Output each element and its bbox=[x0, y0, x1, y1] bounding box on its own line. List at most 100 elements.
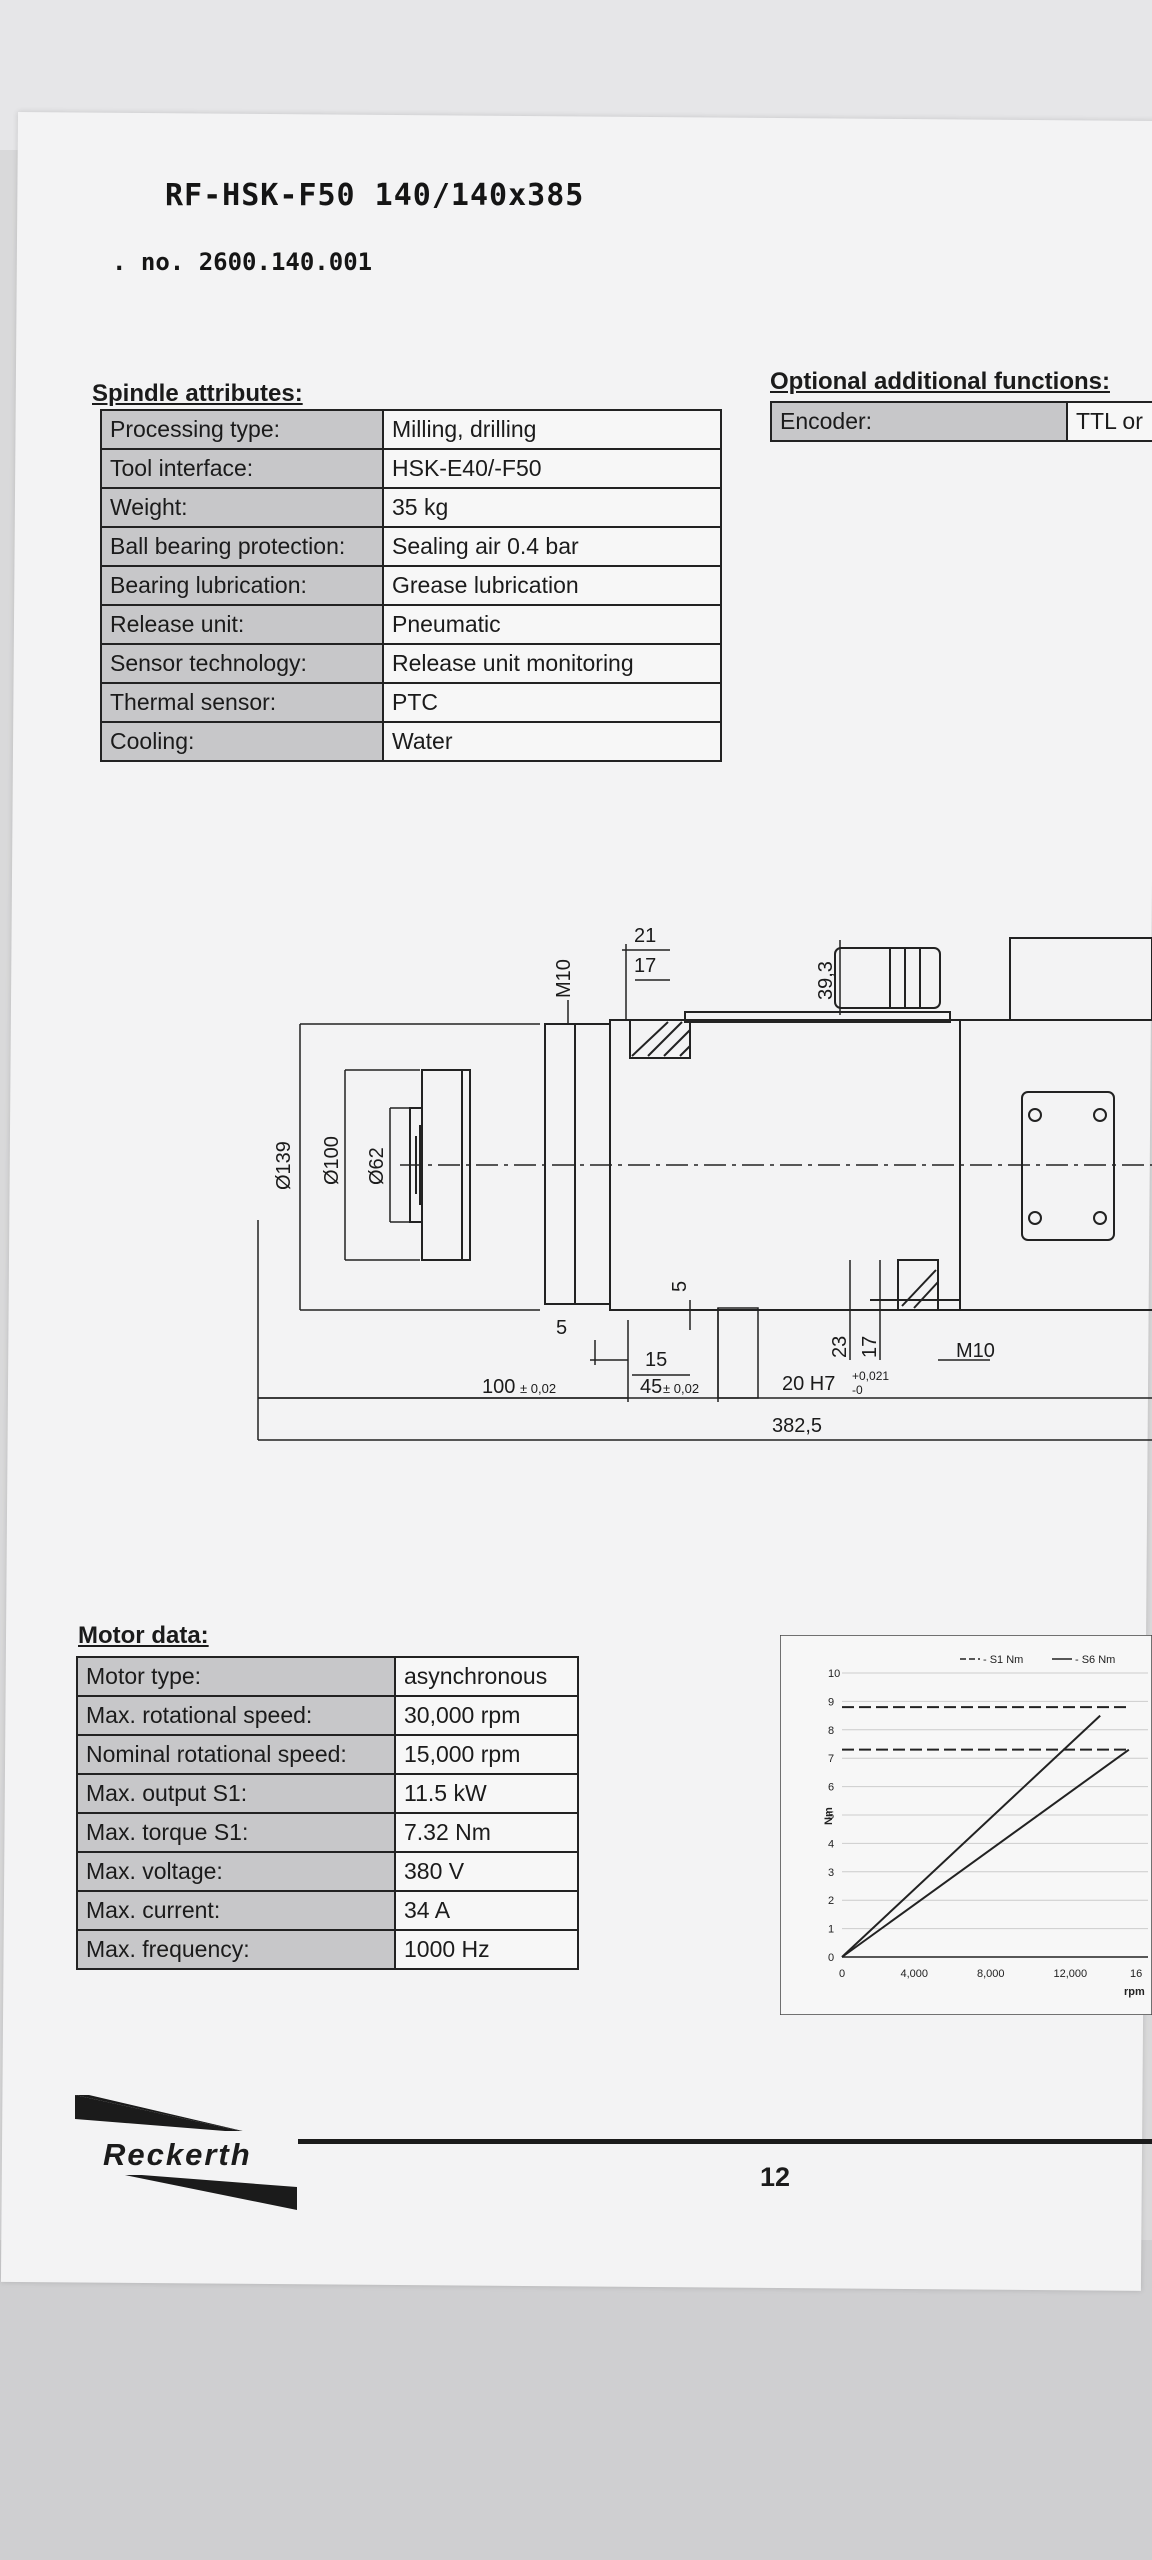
optional-functions-table: Encoder:TTL or bbox=[770, 401, 1152, 442]
table-row: Thermal sensor:PTC bbox=[100, 682, 722, 723]
dim-17-top: 17 bbox=[634, 955, 656, 977]
attribute-label: Motor type: bbox=[76, 1656, 396, 1697]
table-row: Max. frequency:1000 Hz bbox=[76, 1929, 579, 1970]
dim-m10-bottom: M10 bbox=[956, 1340, 995, 1362]
attribute-label: Max. voltage: bbox=[76, 1851, 396, 1892]
dim-fit-upper: +0,021 bbox=[852, 1369, 889, 1383]
logo-wordmark: Reckerth bbox=[103, 2137, 252, 2172]
spindle-attributes-heading: Spindle attributes: bbox=[92, 380, 303, 407]
table-row: Motor type:asynchronous bbox=[76, 1656, 579, 1697]
page-number: 12 bbox=[760, 2162, 791, 2192]
attribute-value: 11.5 kW bbox=[394, 1773, 579, 1814]
series-line-s6-nm bbox=[841, 1714, 1101, 1958]
chart-frame bbox=[780, 1635, 1152, 2015]
dim-45-tolerance: ± 0,02 bbox=[663, 1381, 699, 1396]
x-tick-label: 0 bbox=[839, 1968, 845, 1980]
attribute-label: Thermal sensor: bbox=[100, 682, 384, 723]
attribute-value: PTC bbox=[382, 682, 722, 723]
attribute-value: Water bbox=[382, 721, 722, 762]
table-row: Max. output S1:11.5 kW bbox=[76, 1773, 579, 1814]
attribute-label: Sensor technology: bbox=[100, 643, 384, 684]
attribute-label: Max. rotational speed: bbox=[76, 1695, 396, 1736]
motor-data-heading: Motor data: bbox=[78, 1622, 209, 1649]
attribute-value: 34 A bbox=[394, 1890, 579, 1931]
attribute-label: Max. output S1: bbox=[76, 1773, 396, 1814]
optional-functions-heading: Optional additional functions: bbox=[770, 368, 1110, 395]
attribute-label: Release unit: bbox=[100, 604, 384, 645]
attribute-value: 30,000 rpm bbox=[394, 1695, 579, 1736]
y-tick-label: 10 bbox=[828, 1668, 840, 1680]
attribute-value: TTL or bbox=[1066, 401, 1152, 442]
legend-s6: - S6 Nm bbox=[1075, 1654, 1115, 1666]
attribute-label: Tool interface: bbox=[100, 448, 384, 489]
table-row: Max. torque S1:7.32 Nm bbox=[76, 1812, 579, 1853]
attribute-value: Milling, drilling bbox=[382, 409, 722, 450]
table-row: Ball bearing protection:Sealing air 0.4 … bbox=[100, 526, 722, 567]
dim-total-length: 382,5 bbox=[772, 1415, 822, 1437]
table-row: Tool interface:HSK-E40/-F50 bbox=[100, 448, 722, 489]
x-tick-label: 8,000 bbox=[977, 1968, 1005, 1980]
attribute-label: Max. current: bbox=[76, 1890, 396, 1931]
dim-5-b: 5 bbox=[556, 1317, 567, 1339]
y-tick-label: 8 bbox=[828, 1725, 834, 1737]
y-tick-label: 4 bbox=[828, 1838, 834, 1850]
y-tick-label: 5 bbox=[828, 1810, 834, 1822]
table-row: Release unit:Pneumatic bbox=[100, 604, 722, 645]
dim-d139: Ø139 bbox=[273, 1141, 295, 1190]
table-row: Max. current:34 A bbox=[76, 1890, 579, 1931]
reckerth-logo: Reckerth bbox=[75, 2095, 297, 2210]
dim-fit-lower: -0 bbox=[852, 1383, 863, 1397]
attribute-value: asynchronous bbox=[394, 1656, 579, 1697]
attribute-label: Weight: bbox=[100, 487, 384, 528]
table-row: Bearing lubrication:Grease lubrication bbox=[100, 565, 722, 606]
attribute-value: Release unit monitoring bbox=[382, 643, 722, 684]
article-number: . no. 2600.140.001 bbox=[112, 248, 373, 276]
table-row: Cooling:Water bbox=[100, 721, 722, 762]
dim-17: 17 bbox=[859, 1336, 881, 1358]
table-row: Encoder:TTL or bbox=[770, 401, 1152, 442]
table-row: Sensor technology:Release unit monitorin… bbox=[100, 643, 722, 684]
attribute-value: Grease lubrication bbox=[382, 565, 722, 606]
attribute-value: Pneumatic bbox=[382, 604, 722, 645]
attribute-label: Bearing lubrication: bbox=[100, 565, 384, 606]
dim-d100: Ø100 bbox=[321, 1136, 343, 1185]
attribute-value: 380 V bbox=[394, 1851, 579, 1892]
y-tick-label: 2 bbox=[828, 1895, 834, 1907]
dim-100-tolerance: ± 0,02 bbox=[520, 1381, 556, 1396]
attribute-value: 7.32 Nm bbox=[394, 1812, 579, 1853]
dim-fit: 20 H7 bbox=[782, 1373, 835, 1395]
table-row: Weight:35 kg bbox=[100, 487, 722, 528]
y-tick-label: 9 bbox=[828, 1696, 834, 1708]
dim-23: 23 bbox=[829, 1336, 851, 1358]
legend-s1: - S1 Nm bbox=[983, 1654, 1023, 1666]
y-tick-label: 7 bbox=[828, 1753, 834, 1765]
dim-m10-top: M10 bbox=[553, 959, 575, 998]
background-bottom bbox=[0, 2240, 1152, 2560]
table-row: Max. voltage:380 V bbox=[76, 1851, 579, 1892]
y-tick-label: 1 bbox=[828, 1924, 834, 1936]
x-axis-label: rpm bbox=[1124, 1986, 1145, 1998]
y-tick-label: 0 bbox=[828, 1952, 834, 1964]
dim-100: 100 bbox=[482, 1376, 515, 1398]
series-line-s1-nm bbox=[841, 1748, 1130, 1958]
attribute-value: Sealing air 0.4 bar bbox=[382, 526, 722, 567]
table-row: Processing type:Milling, drilling bbox=[100, 409, 722, 450]
attribute-value: HSK-E40/-F50 bbox=[382, 448, 722, 489]
attribute-label: Processing type: bbox=[100, 409, 384, 450]
attribute-label: Max. torque S1: bbox=[76, 1812, 396, 1853]
x-tick-label: 12,000 bbox=[1054, 1968, 1088, 1980]
attribute-label: Cooling: bbox=[100, 721, 384, 762]
technical-drawing: Ø139 Ø100 Ø62 M10 21 17 39,3 5 5 15 23 1… bbox=[257, 925, 1152, 1441]
product-title: RF-HSK-F50 140/140x385 bbox=[165, 178, 585, 213]
dim-39-3: 39,3 bbox=[815, 961, 837, 1000]
attribute-value: 35 kg bbox=[382, 487, 722, 528]
dim-21: 21 bbox=[634, 925, 656, 947]
table-row: Nominal rotational speed:15,000 rpm bbox=[76, 1734, 579, 1775]
dim-45: 45 bbox=[640, 1376, 662, 1398]
x-tick-label: 4,000 bbox=[901, 1968, 929, 1980]
attribute-label: Ball bearing protection: bbox=[100, 526, 384, 567]
attribute-value: 15,000 rpm bbox=[394, 1734, 579, 1775]
